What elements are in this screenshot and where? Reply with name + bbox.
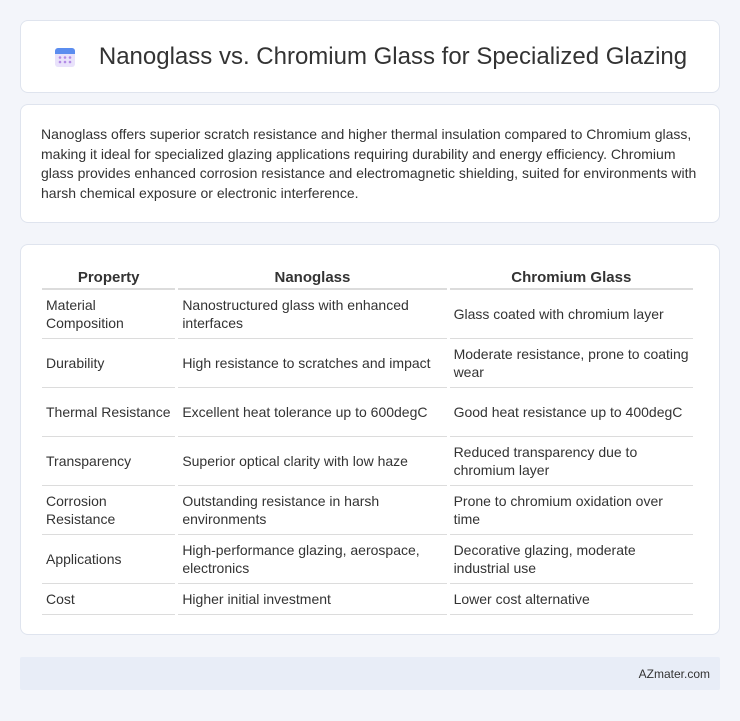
- nanoglass-cell: Superior optical clarity with low haze: [178, 437, 447, 486]
- chromium-glass-cell: Good heat resistance up to 400degC: [449, 388, 693, 437]
- property-cell: Cost: [42, 584, 176, 615]
- summary-text: Nanoglass offers superior scratch resist…: [41, 126, 697, 201]
- nanoglass-cell: Excellent heat tolerance up to 600degC: [178, 388, 447, 437]
- table-row: Material Composition Nanostructured glas…: [42, 290, 693, 339]
- table-header-row: Property Nanoglass Chromium Glass: [42, 265, 693, 290]
- property-cell: Corrosion Resistance: [42, 486, 176, 535]
- chromium-glass-cell: Moderate resistance, prone to coating we…: [449, 339, 693, 388]
- comparison-card: Property Nanoglass Chromium Glass Materi…: [20, 244, 720, 635]
- chromium-glass-cell: Prone to chromium oxidation over time: [449, 486, 693, 535]
- title-row: Nanoglass vs. Chromium Glass for Special…: [53, 43, 687, 71]
- table-row: Transparency Superior optical clarity wi…: [42, 437, 693, 486]
- chromium-glass-cell: Glass coated with chromium layer: [449, 290, 693, 339]
- chromium-glass-cell: Decorative glazing, moderate industrial …: [449, 535, 693, 584]
- table-row: Thermal Resistance Excellent heat tolera…: [42, 388, 693, 437]
- summary-card: Nanoglass offers superior scratch resist…: [20, 104, 720, 223]
- nanoglass-cell: Nanostructured glass with enhanced inter…: [178, 290, 447, 339]
- nanoglass-cell: Higher initial investment: [178, 584, 447, 615]
- column-header-property: Property: [42, 265, 176, 290]
- property-cell: Transparency: [42, 437, 176, 486]
- comparison-table: Property Nanoglass Chromium Glass Materi…: [39, 265, 696, 615]
- table-row: Cost Higher initial investment Lower cos…: [42, 584, 693, 615]
- footer-source: AZmater.com: [638, 666, 710, 681]
- column-header-nanoglass: Nanoglass: [178, 265, 447, 290]
- property-cell: Material Composition: [42, 290, 176, 339]
- chromium-glass-cell: Lower cost alternative: [449, 584, 693, 615]
- table-row: Corrosion Resistance Outstanding resista…: [42, 486, 693, 535]
- property-cell: Thermal Resistance: [42, 388, 176, 437]
- table-row: Applications High-performance glazing, a…: [42, 535, 693, 584]
- page-title: Nanoglass vs. Chromium Glass for Special…: [98, 42, 688, 70]
- nanoglass-cell: High resistance to scratches and impact: [178, 339, 447, 388]
- chromium-glass-cell: Reduced transparency due to chromium lay…: [449, 437, 693, 486]
- nanoglass-cell: Outstanding resistance in harsh environm…: [178, 486, 447, 535]
- title-card: Nanoglass vs. Chromium Glass for Special…: [20, 20, 720, 93]
- footer-bar: AZmater.com: [20, 657, 720, 690]
- column-header-chromium-glass: Chromium Glass: [449, 265, 693, 290]
- calendar-icon: [53, 45, 77, 69]
- property-cell: Durability: [42, 339, 176, 388]
- table-row: Durability High resistance to scratches …: [42, 339, 693, 388]
- property-cell: Applications: [42, 535, 176, 584]
- nanoglass-cell: High-performance glazing, aerospace, ele…: [178, 535, 447, 584]
